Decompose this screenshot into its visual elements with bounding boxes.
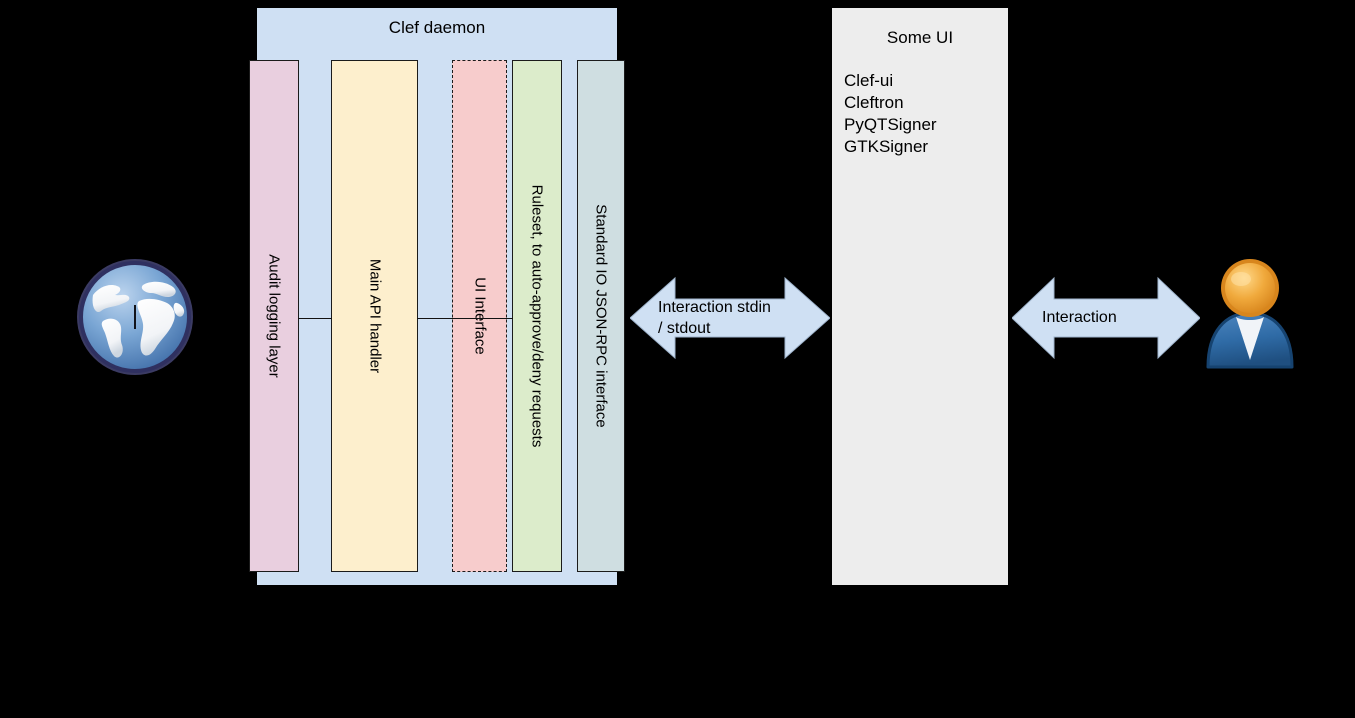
layer-ui-interface-label: UI Interface	[471, 277, 488, 355]
arrow-interaction-stdio-label: Interaction stdin / stdout	[658, 299, 771, 337]
globe-icon	[73, 255, 198, 380]
connector-audit-to-api	[298, 318, 332, 319]
list-item: PyQTSigner	[844, 115, 937, 134]
arrow-interaction-user-label: Interaction	[1042, 309, 1117, 326]
arrow-interaction-stdio: Interaction stdin / stdout	[630, 275, 830, 361]
clef-daemon-title: Clef daemon	[388, 18, 486, 37]
layer-main-api-handler-label: Main API handler	[366, 258, 383, 374]
arrow-interaction-user: Interaction	[1012, 275, 1200, 361]
layer-standard-io-jsonrpc[interactable]: Standard IO JSON-RPC interface	[577, 60, 625, 572]
layer-main-api-handler[interactable]: Main API handler	[331, 60, 418, 572]
layer-audit-logging[interactable]: Audit logging layer	[249, 60, 299, 572]
user-icon	[1200, 255, 1300, 370]
layer-standard-io-jsonrpc-label: Standard IO JSON-RPC interface	[592, 204, 610, 428]
some-ui-list: Clef-ui Cleftron PyQTSigner GTKSigner	[844, 70, 937, 158]
clef-daemon-panel	[257, 8, 617, 585]
layer-ui-interface[interactable]: UI Interface	[452, 60, 507, 572]
list-item: Cleftron	[844, 93, 904, 112]
list-item: GTKSigner	[844, 137, 929, 156]
layer-ruleset[interactable]: Ruleset, to auto-approve/deny requests	[512, 60, 562, 572]
list-item: Clef-ui	[844, 71, 894, 90]
some-ui-title: Some UI	[886, 28, 954, 47]
layer-ruleset-label: Ruleset, to auto-approve/deny requests	[528, 184, 546, 448]
connector-api-to-ruleset	[417, 318, 513, 319]
some-ui-box[interactable]: Some UI Clef-ui Cleftron PyQTSigner GTKS…	[832, 8, 1008, 585]
layer-audit-logging-label: Audit logging layer	[265, 254, 283, 378]
